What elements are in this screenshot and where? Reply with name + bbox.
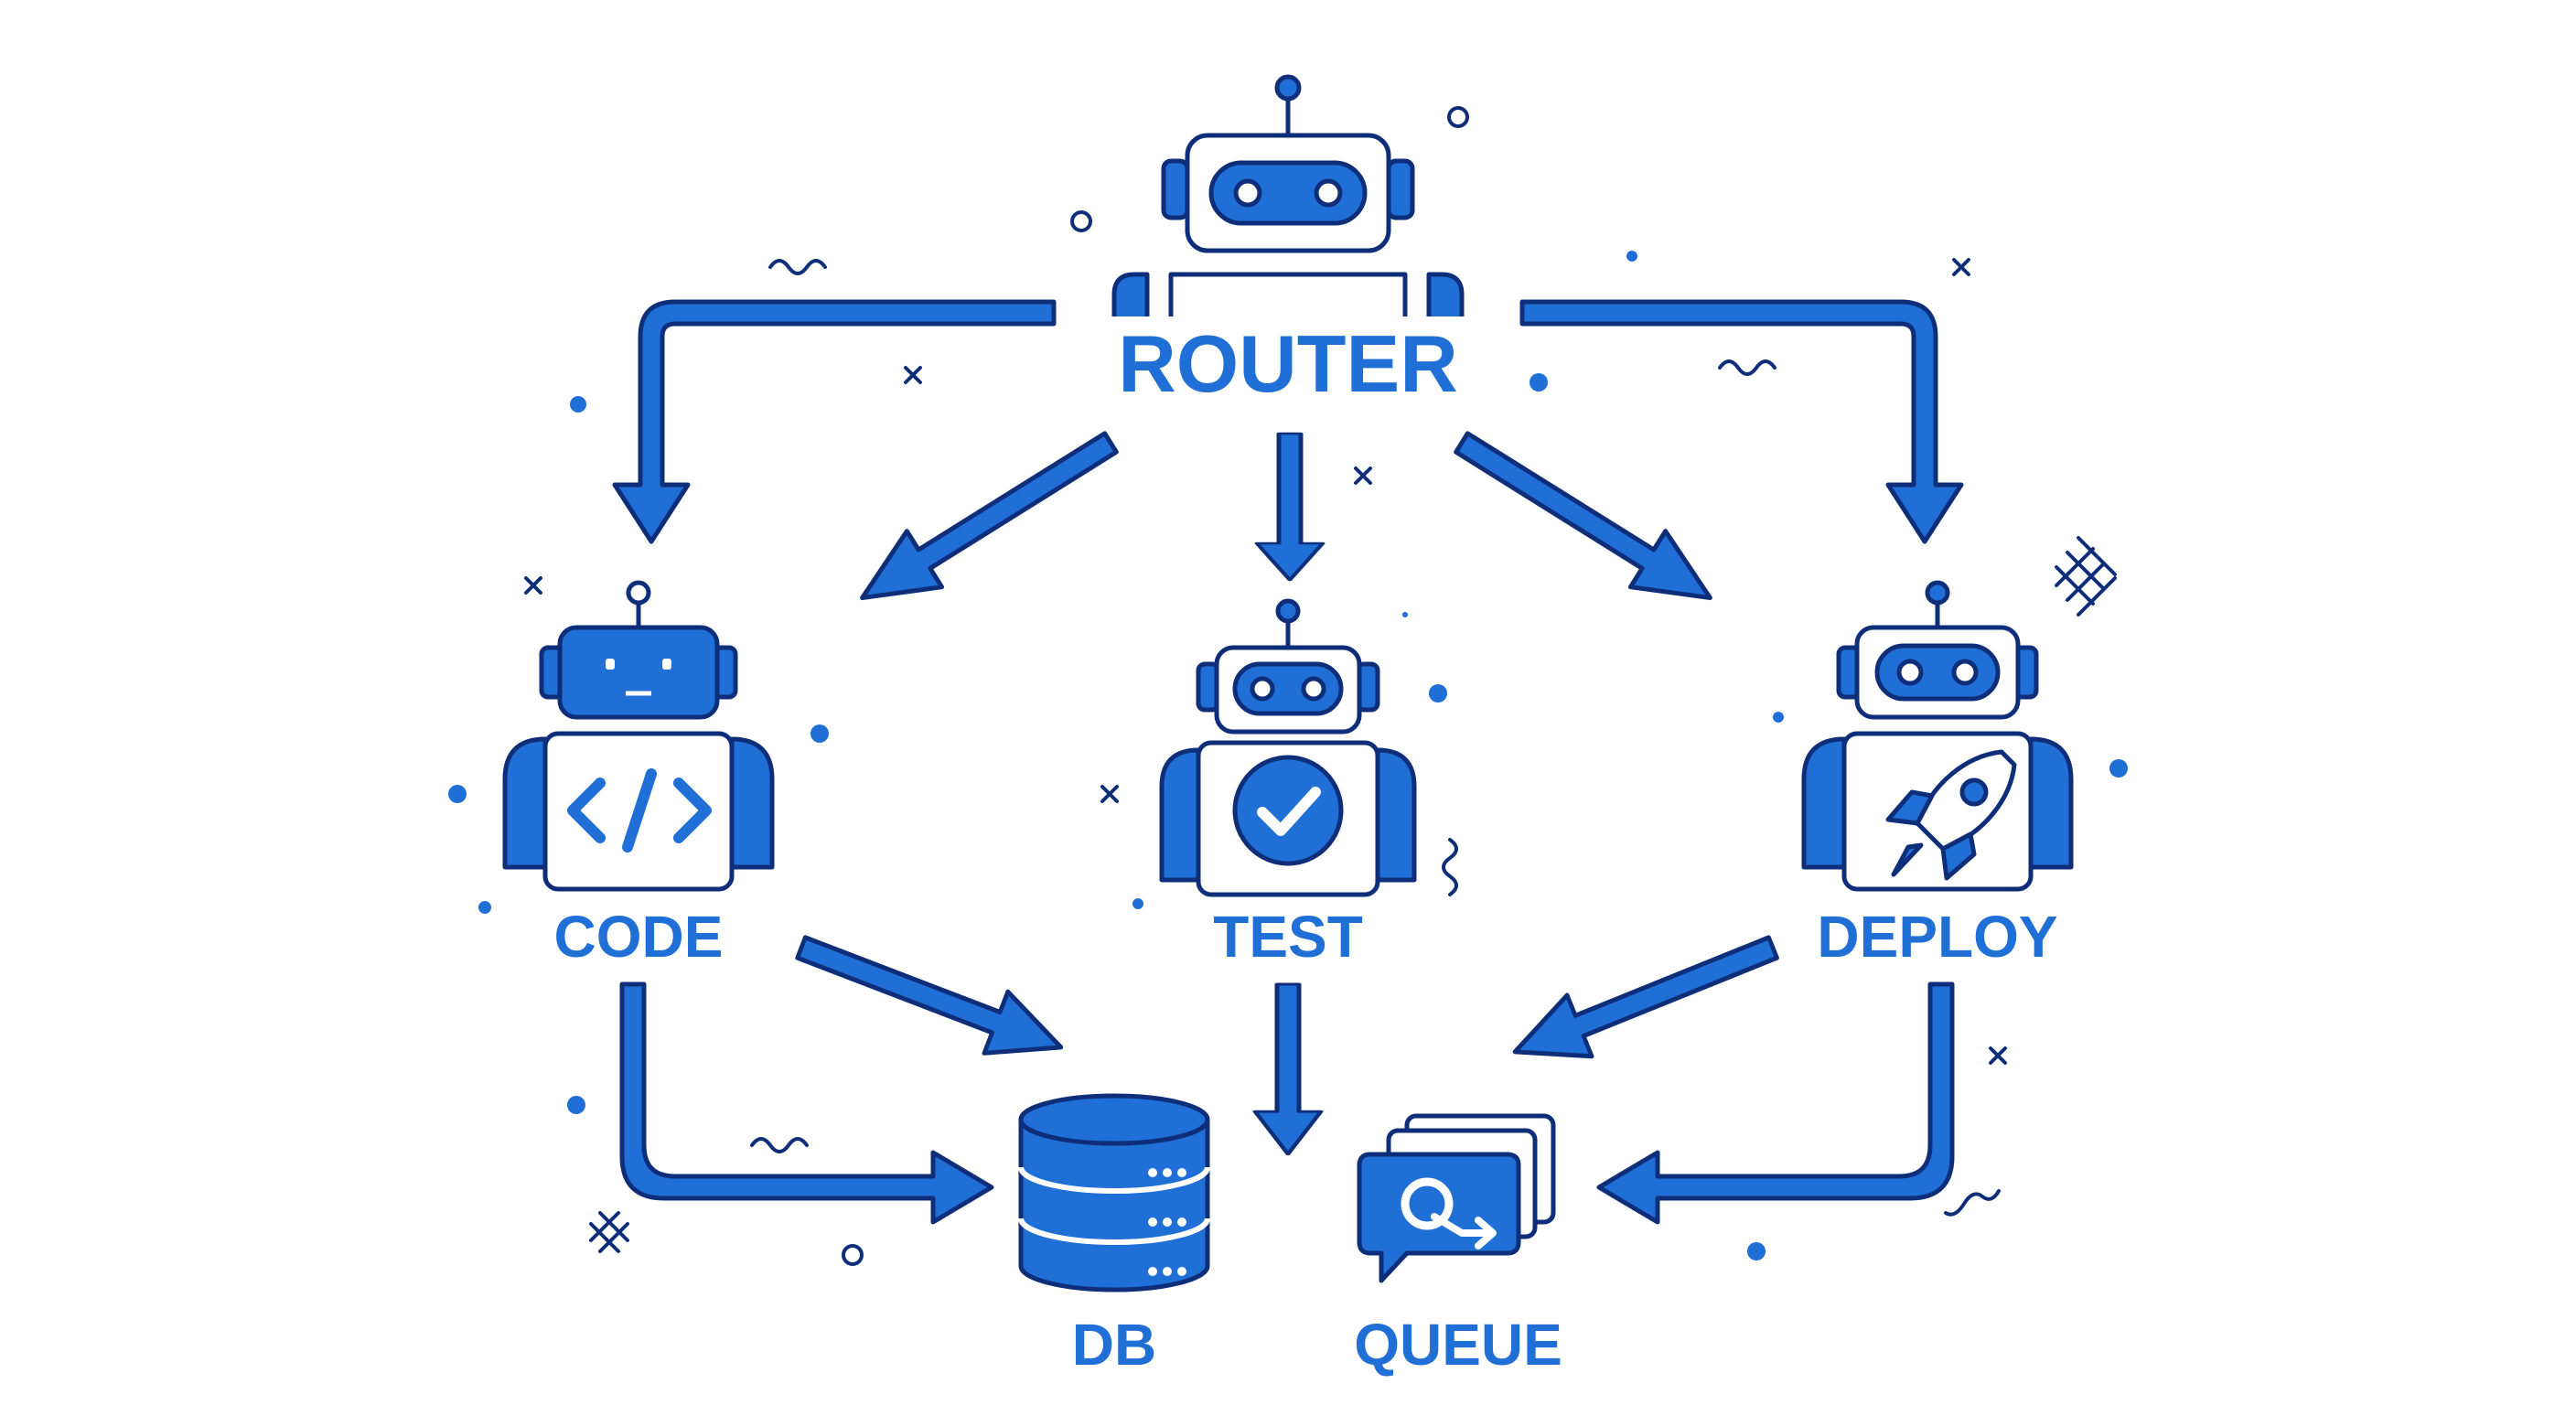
ring-icon (1070, 210, 1092, 232)
arrow-router-to-deploy (1519, 299, 1964, 544)
cross-icon (904, 366, 922, 384)
arrow-code-to-db-elbow (619, 981, 994, 1225)
db-node: DB (1018, 1093, 1210, 1378)
squiggle-icon (1718, 359, 1776, 376)
arrow-router-to-test (1257, 434, 1323, 580)
decorative-sparkles (524, 106, 2117, 1266)
hatch-icon (589, 1211, 629, 1253)
decorative-dots (448, 251, 2128, 1260)
cross-icon (1354, 467, 1372, 485)
squiggle-icon (1442, 838, 1458, 896)
db-label: DB (1072, 1312, 1156, 1378)
cross-icon (1952, 258, 1970, 276)
code-node: CODE (502, 580, 775, 970)
arrow-router-to-code (612, 299, 1057, 544)
cross-icon (1100, 785, 1119, 803)
deploy-label: DEPLOY (1817, 904, 2057, 970)
cross-icon (524, 576, 542, 595)
queue-node: QUEUE (1354, 1113, 1562, 1378)
deploy-node: DEPLOY (1801, 580, 2074, 970)
ring-icon (1447, 106, 1469, 128)
squiggle-icon (768, 259, 827, 275)
code-label: CODE (554, 904, 724, 970)
robot-icon (502, 580, 775, 892)
arrow-code-to-db-diagonal (789, 917, 1073, 1078)
router-node: ROUTER (1111, 74, 1465, 409)
message-queue-icon (1357, 1113, 1556, 1283)
hatch-icon (2055, 536, 2117, 617)
router-label: ROUTER (1118, 318, 1458, 409)
arrow-deploy-to-queue-elbow (1596, 981, 1955, 1225)
edges (612, 299, 1964, 1225)
squiggle-icon (1944, 1189, 2001, 1217)
arrow-test-to-db (1255, 984, 1321, 1154)
robot-icon (1111, 74, 1465, 408)
arrow-deploy-to-queue-diagonal (1503, 917, 1786, 1083)
ring-icon (842, 1244, 864, 1266)
code-brackets-icon (567, 768, 712, 853)
test-node: TEST (1159, 598, 1417, 970)
queue-label: QUEUE (1354, 1312, 1562, 1378)
checkmark-circle-icon (1232, 755, 1344, 866)
arrow-router-to-code-diagonal (845, 414, 1129, 626)
squiggle-icon (750, 1137, 809, 1153)
test-label: TEST (1213, 904, 1363, 970)
cross-icon (1989, 1046, 2007, 1065)
rocket-icon (1885, 749, 2017, 881)
arrow-router-to-deploy-diagonal (1444, 414, 1728, 626)
database-icon (1018, 1093, 1210, 1292)
